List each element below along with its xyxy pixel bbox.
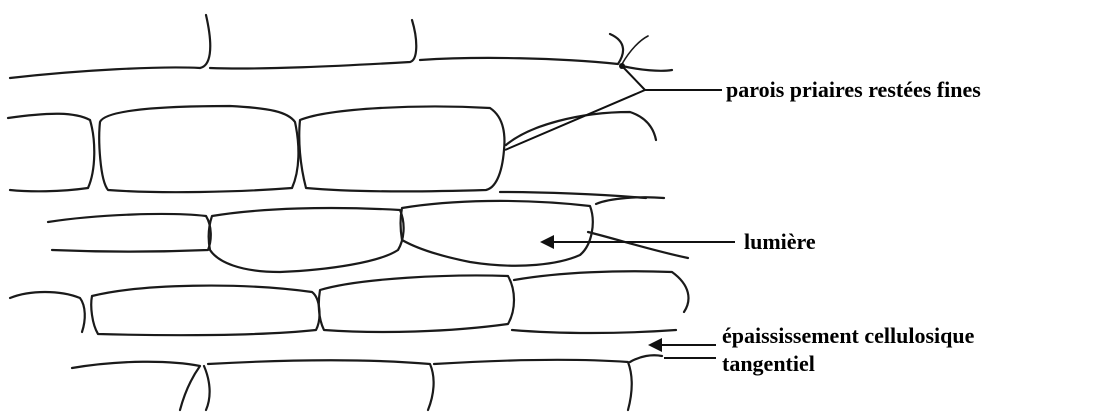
cell-wall — [10, 15, 210, 78]
cell-wall — [91, 286, 319, 336]
lumen-label: lumière — [744, 228, 816, 256]
cell-wall — [208, 360, 434, 410]
cell-wall — [72, 362, 200, 410]
thickening-label-line2: tangentiel — [722, 350, 815, 378]
cell-wall — [630, 355, 662, 362]
cell-wall — [420, 34, 623, 64]
cell-wall — [10, 292, 85, 332]
cell-wall — [512, 330, 676, 333]
cell-wall — [434, 360, 632, 410]
cell-wall — [514, 271, 688, 312]
lumen-arrowhead — [540, 235, 554, 249]
cell-wall — [204, 366, 210, 410]
cell-wall — [401, 201, 593, 266]
cell-row-2 — [8, 106, 656, 198]
cell-wall — [622, 36, 648, 64]
cell-row-4 — [10, 271, 688, 335]
thickening-arrowhead — [648, 338, 662, 352]
cell-wall — [210, 20, 416, 69]
cell-wall — [622, 66, 672, 71]
thickening-label-line1: épaississement cellulosique — [722, 322, 974, 350]
cell-wall — [48, 214, 211, 252]
cell-wall — [319, 276, 514, 332]
cell-wall — [8, 114, 94, 192]
cell-wall — [209, 208, 404, 272]
cell-row-5 — [72, 355, 662, 410]
annotation-leaders — [505, 63, 735, 358]
cell-wall — [588, 232, 688, 258]
cell-wall — [99, 106, 298, 192]
cell-wall — [299, 107, 504, 192]
cell-wall — [596, 197, 664, 204]
cell-row-3 — [48, 197, 688, 272]
cell-row-1 — [10, 15, 672, 78]
thin-walls-leader — [505, 90, 722, 150]
thin-walls-dot — [619, 63, 625, 69]
thin-walls-label: parois priaires restées fines — [726, 76, 981, 104]
